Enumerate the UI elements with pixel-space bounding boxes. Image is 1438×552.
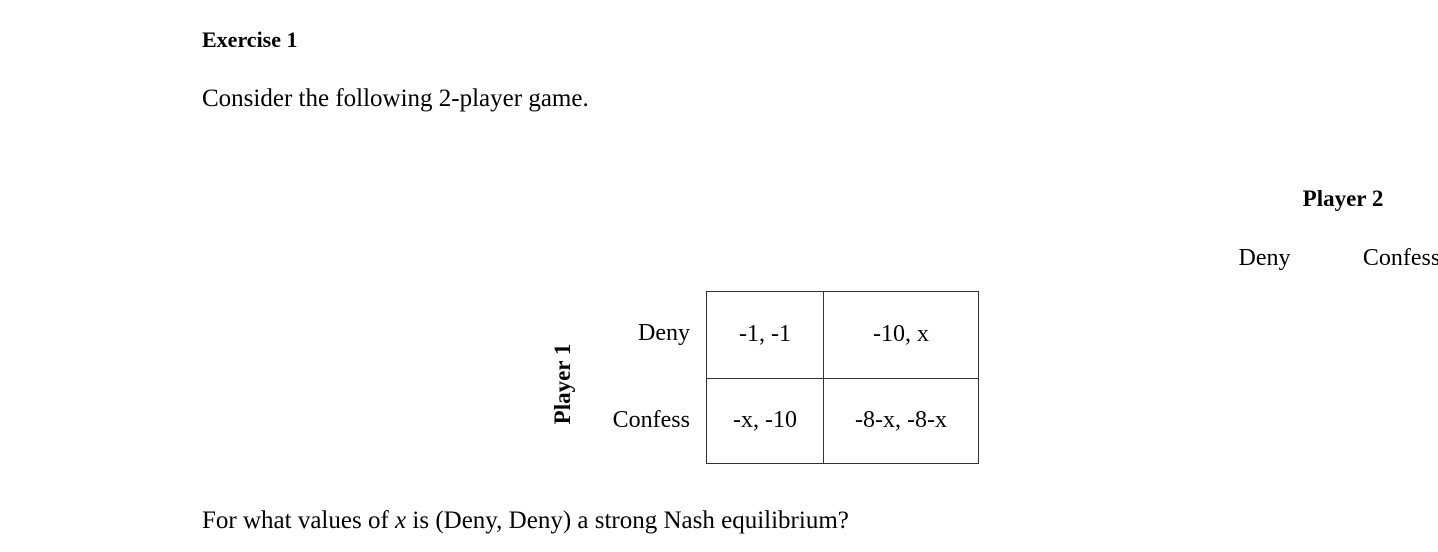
exercise-title: Exercise 1 <box>202 27 298 52</box>
payoff-grid: -1, -1 -10, x -x, -10 -8-x, -8-x <box>706 291 979 464</box>
question-text-part1: For what values of <box>202 507 396 534</box>
payoff-cell-confess-confess: -8-x, -8-x <box>855 407 947 433</box>
payoff-cell-deny-deny: -1, -1 <box>707 292 824 379</box>
question-math-variable: x <box>395 507 407 534</box>
column-header-deny: Deny <box>1238 245 1291 271</box>
payoff-cell-confess-deny: -x, -10 <box>707 379 824 463</box>
intro-paragraph: Consider the following 2-player game. <box>202 85 589 112</box>
question-paragraph: For what values of x is (Deny, Deny) a s… <box>202 506 849 536</box>
column-header-row: Deny Confess <box>1206 242 1438 274</box>
row-header-deny: Deny <box>638 320 690 346</box>
question-text-part2: is (Deny, Deny) a strong Nash equilibriu… <box>406 507 849 534</box>
column-player-label: Player 2 <box>1302 186 1384 211</box>
payoff-cell-deny-confess: -10, x <box>824 292 978 379</box>
game-payoff-matrix: Player 2 Deny Confess Player 1 Deny Conf… <box>500 185 1438 475</box>
column-header-confess: Confess <box>1362 245 1438 271</box>
row-header-confess: Confess <box>612 407 690 433</box>
row-header-column: Deny Confess <box>560 291 690 464</box>
